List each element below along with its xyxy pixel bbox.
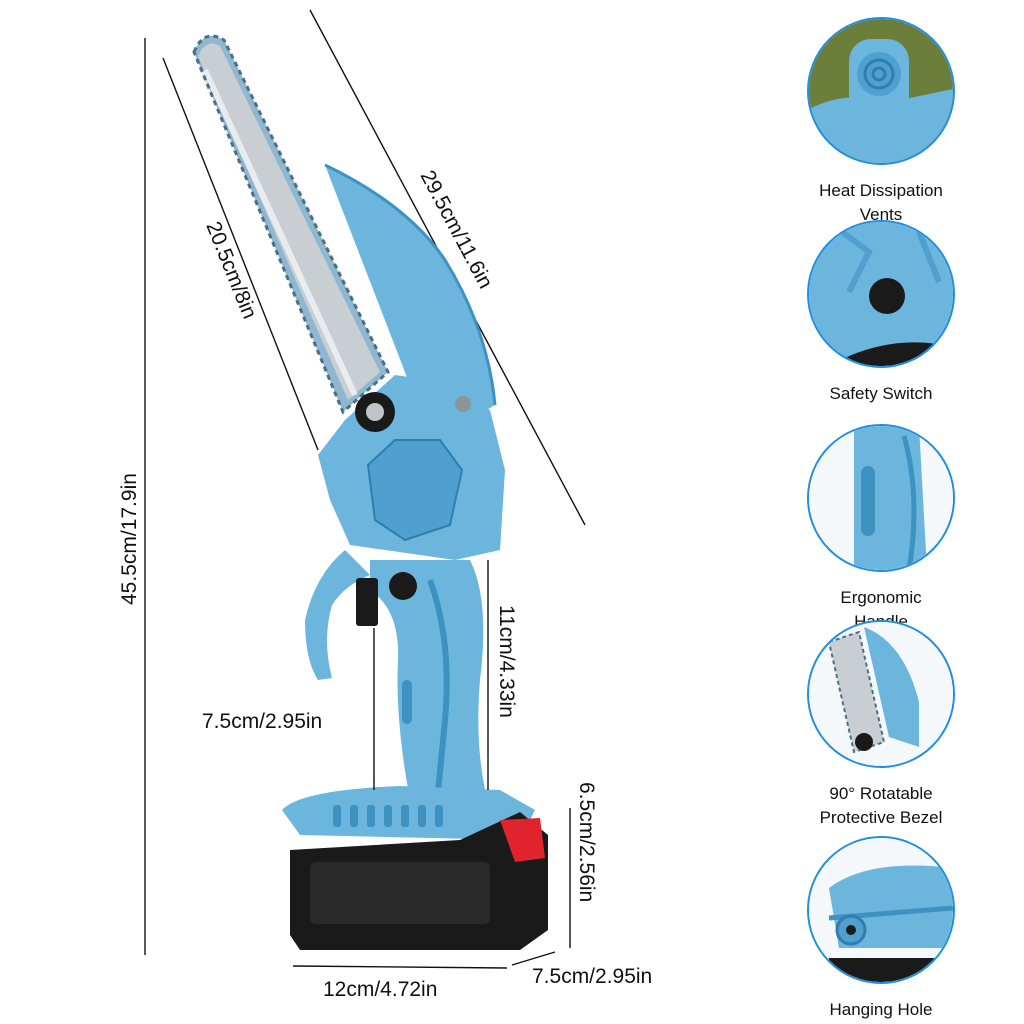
total-height-label: 45.5cm/17.9in [118, 473, 141, 605]
feature-heat-dissipation-vents: Heat Dissipation Vents [800, 17, 962, 227]
handle-height-dimension: 11cm/4.33in [487, 560, 518, 790]
hanging-hole-icon [807, 836, 955, 984]
battery-height-label: 6.5cm/2.56in [575, 782, 598, 902]
protective-bezel [325, 165, 495, 420]
grip-width-dimension: 7.5cm/2.95in [202, 628, 375, 790]
handle [305, 550, 485, 800]
feature-label: Safety Switch [829, 384, 933, 403]
battery-length-label: 12cm/4.72in [323, 978, 437, 1001]
feature-ergonomic-handle: Ergonomic Handle [800, 424, 962, 634]
feature-label: Hanging Hole [829, 1000, 933, 1019]
battery-pack [282, 786, 548, 950]
chainsaw-product-figure: 45.5cm/17.9in 20.5cm/8in 29.5cm/11.6in [118, 9, 652, 1001]
handle-height-label: 11cm/4.33in [495, 605, 518, 718]
feature-safety-switch: Safety Switch [800, 220, 962, 406]
battery-depth-dimension: 7.5cm/2.95in [511, 951, 652, 988]
bezel-icon [807, 620, 955, 768]
feature-label: Heat Dissipation Vents [819, 181, 943, 224]
battery-length-dimension: 12cm/4.72in [292, 965, 508, 1001]
total-height-dimension: 45.5cm/17.9in [118, 38, 146, 955]
guide-bar [192, 34, 390, 415]
guide-bar-label: 20.5cm/8in [201, 218, 261, 322]
battery-height-dimension: 6.5cm/2.56in [569, 782, 598, 948]
grip-width-label: 7.5cm/2.95in [202, 710, 322, 733]
feature-rotatable-bezel: 90° Rotatable Protective Bezel [800, 620, 962, 830]
battery-depth-label: 7.5cm/2.95in [532, 965, 652, 988]
vent-icon [807, 17, 955, 165]
motor-housing [318, 375, 505, 560]
feature-hanging-hole: Hanging Hole [800, 836, 962, 1022]
handle-icon [807, 424, 955, 572]
feature-label: 90° Rotatable Protective Bezel [819, 784, 943, 827]
safety-switch-icon [807, 220, 955, 368]
